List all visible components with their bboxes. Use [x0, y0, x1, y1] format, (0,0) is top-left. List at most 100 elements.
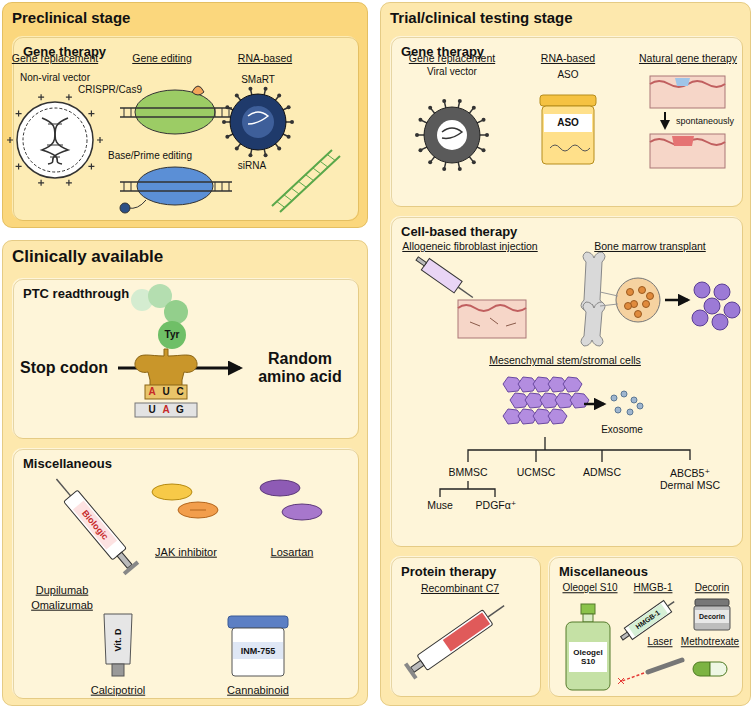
category-box: Cell-based therapy — [391, 217, 743, 547]
charge-marks — [88, 111, 94, 117]
marrow-cells — [635, 311, 642, 318]
smart-vector — [222, 87, 294, 157]
figure-label: Biologic — [80, 508, 111, 542]
stage-title: Clinically available — [12, 247, 163, 267]
method-label: JAK inhibitor — [155, 546, 217, 559]
panel-ground — [2, 240, 368, 706]
exosome-dots — [627, 409, 633, 415]
bones — [600, 292, 618, 306]
smart-vector — [222, 120, 226, 124]
oleogel-bottle — [566, 622, 610, 690]
decorin-jar — [695, 599, 729, 606]
msc-tree — [468, 437, 690, 462]
smart-vector — [222, 87, 294, 157]
bones — [581, 252, 605, 310]
viral-vector — [437, 120, 467, 150]
spontaneous-arrow — [664, 112, 666, 128]
smart-vector — [287, 135, 291, 139]
smart-vector — [248, 153, 252, 157]
sirna — [272, 150, 340, 212]
method-label: Gene editing — [132, 52, 192, 64]
figure-label: BMMSC — [448, 466, 487, 478]
category-heading: Miscellaneous — [23, 456, 112, 471]
viral-vector — [424, 107, 480, 163]
ointment-tube — [104, 614, 132, 664]
stage-panel: Clinically availablePTC readthroughMisce… — [2, 240, 368, 706]
aso-jar — [544, 114, 592, 132]
figure-label: CRISPR/Cas9 — [78, 84, 142, 96]
purple-cells — [692, 310, 708, 326]
amino-acid-chain — [158, 321, 186, 349]
viral-vector — [415, 99, 489, 171]
figure-label: spontaneously — [676, 116, 734, 126]
non-viral-vector — [42, 118, 68, 164]
smart-vector — [235, 147, 239, 151]
oleogel-bottle — [581, 604, 595, 614]
cream-jar — [228, 616, 288, 676]
ointment-tube — [104, 614, 132, 676]
category-box: Gene therapy — [13, 37, 359, 221]
purple-cells — [694, 282, 710, 298]
panel-ground — [12, 278, 358, 438]
figure-label: U — [148, 404, 155, 416]
exosome-arrow — [584, 403, 604, 406]
method-label: Cannabinoid — [227, 684, 289, 697]
cream-jar — [233, 642, 283, 659]
panel-ground — [390, 216, 742, 546]
skin-after — [650, 134, 725, 168]
hmgb-syringe — [621, 632, 630, 640]
hmgb-syringe — [668, 602, 675, 607]
ointment-tube — [112, 664, 124, 676]
oleogel-bottle — [566, 604, 610, 690]
figure-label: Stop codon — [20, 359, 108, 377]
skin-injection — [458, 305, 526, 311]
figure-label: INM-755 — [241, 646, 276, 656]
figure-label: A — [162, 404, 169, 416]
c7-syringe — [488, 606, 504, 617]
figure-label: Viral vector — [427, 66, 477, 78]
skin-after — [672, 136, 694, 146]
losartan-pills — [282, 504, 322, 520]
crispr-cas9 — [120, 108, 232, 117]
skin-injection — [458, 300, 526, 338]
aso-jar — [540, 95, 596, 106]
dna-rungs — [222, 108, 223, 117]
panel-ground — [390, 556, 540, 696]
c7-syringe — [404, 662, 418, 679]
jak-pills — [178, 502, 218, 518]
figure-label: PDGFα⁺ — [476, 499, 517, 511]
base-prime-editor — [120, 182, 232, 191]
losartan-pills — [260, 480, 300, 496]
bones — [581, 302, 605, 346]
non-viral-vector — [17, 102, 93, 178]
charge-marks — [7, 94, 103, 186]
crispr-cas9 — [135, 90, 215, 134]
figure-label: Exosome — [601, 424, 643, 436]
method-label: Mesenchymal stem/stromal cells — [489, 354, 641, 366]
viral-vector — [428, 160, 432, 164]
category-box: Protein therapy — [391, 557, 541, 697]
exosome-dots — [615, 407, 621, 413]
exosome-dots — [611, 391, 643, 415]
smart-vector — [287, 105, 291, 109]
methotrexate-pill — [710, 662, 727, 676]
exosome-dots — [631, 397, 637, 403]
dna-rungs — [124, 108, 229, 117]
sirna-rungs — [298, 181, 306, 187]
category-heading: PTC readthrough — [23, 286, 129, 301]
trna — [135, 403, 197, 417]
viral-vector — [415, 133, 419, 137]
msc-tree — [440, 437, 690, 497]
method-label: HMGB-1 — [634, 582, 673, 594]
method-label: Omalizumab — [31, 599, 93, 612]
trna — [135, 349, 197, 417]
panel-ground — [12, 448, 358, 698]
method-label: Calcipotriol — [91, 684, 145, 697]
method-label: Recombinant C7 — [421, 582, 499, 594]
msc-cluster — [563, 377, 582, 392]
charge-marks — [88, 163, 94, 169]
panel-ground — [390, 36, 742, 206]
decorin-jar — [694, 599, 730, 630]
smart-vector — [277, 147, 281, 151]
panel-ground — [12, 36, 358, 220]
